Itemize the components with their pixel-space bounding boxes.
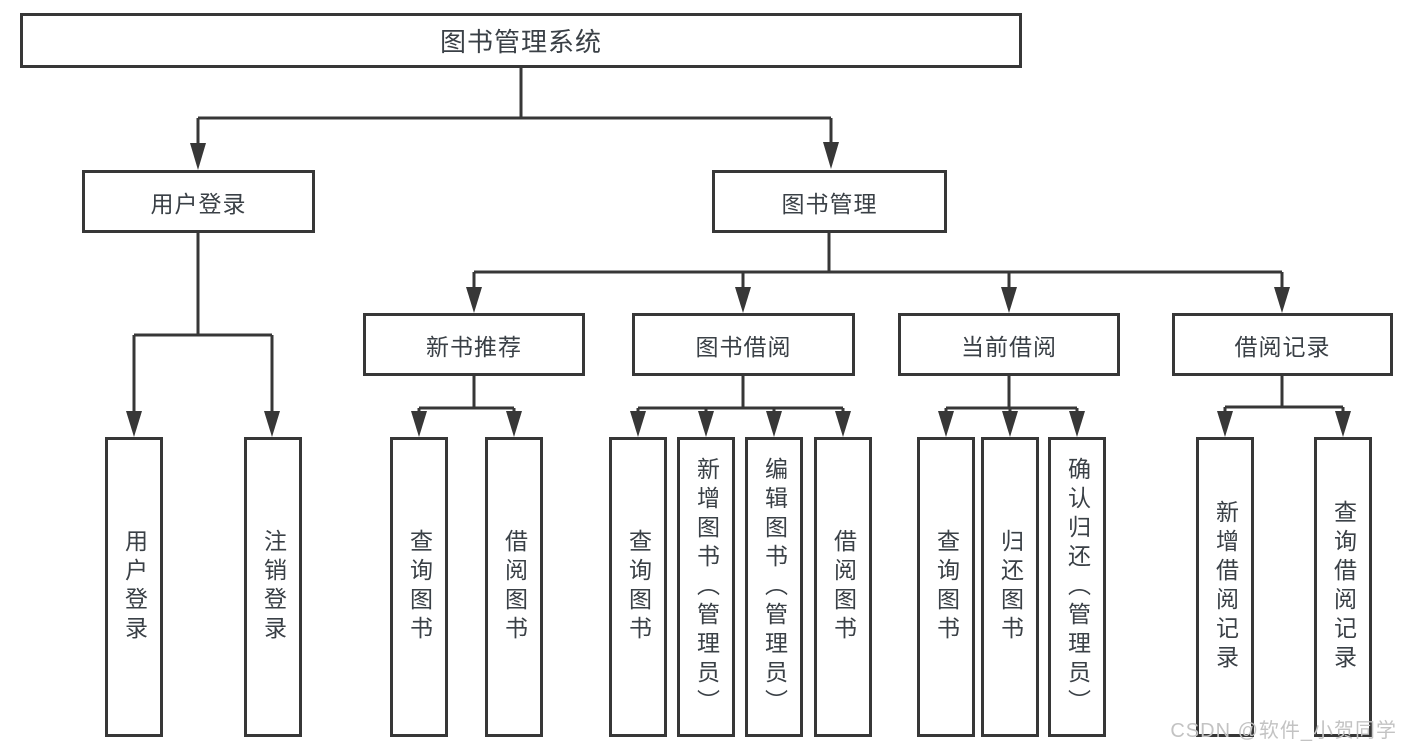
node-query-books-current: 查询图书 — [917, 437, 975, 737]
node-query-books-borrow: 查询图书 — [609, 437, 667, 737]
node-new-book-recommend: 新书推荐 — [363, 313, 585, 376]
node-label: 图书管理 — [781, 190, 878, 217]
node-user-login-leaf: 用户登录 — [105, 437, 163, 737]
node-label: 编辑图书（管理员） — [761, 456, 788, 718]
node-label: 用户登录 — [150, 190, 247, 217]
node-label: 查询图书 — [406, 529, 433, 645]
node-confirm-return-admin: 确认归还（管理员） — [1048, 437, 1106, 737]
node-borrow-books-recommend: 借阅图书 — [485, 437, 543, 737]
node-label: 归还图书 — [997, 529, 1024, 645]
node-library-management-system: 图书管理系统 — [20, 13, 1022, 68]
node-label: 注销登录 — [260, 529, 287, 645]
node-current-borrow: 当前借阅 — [898, 313, 1120, 376]
node-label: 确认归还（管理员） — [1064, 456, 1091, 718]
node-edit-books-admin: 编辑图书（管理员） — [745, 437, 803, 737]
node-logout: 注销登录 — [244, 437, 302, 737]
node-query-borrow-record: 查询借阅记录 — [1314, 437, 1372, 737]
node-label: 新书推荐 — [426, 333, 522, 360]
node-query-books-recommend: 查询图书 — [390, 437, 448, 737]
node-label: 图书管理系统 — [439, 27, 602, 57]
node-borrow-records: 借阅记录 — [1172, 313, 1393, 376]
node-label: 新增图书（管理员） — [693, 456, 720, 718]
arrowheads — [126, 142, 1351, 437]
node-label: 新增借阅记录 — [1212, 500, 1239, 674]
node-book-management-branch: 图书管理 — [712, 170, 947, 233]
node-label: 当前借阅 — [961, 333, 1057, 360]
node-label: 查询图书 — [933, 529, 960, 645]
node-label: 图书借阅 — [695, 333, 792, 360]
node-return-books: 归还图书 — [981, 437, 1039, 737]
node-label: 查询图书 — [625, 529, 652, 645]
node-add-borrow-record: 新增借阅记录 — [1196, 437, 1254, 737]
node-label: 借阅图书 — [830, 529, 857, 645]
node-book-borrow: 图书借阅 — [632, 313, 855, 376]
node-user-login-branch: 用户登录 — [82, 170, 315, 233]
node-label: 借阅记录 — [1234, 333, 1331, 360]
node-borrow-books-leaf: 借阅图书 — [814, 437, 872, 737]
node-label: 用户登录 — [121, 529, 148, 645]
node-label: 借阅图书 — [501, 529, 528, 645]
node-add-books-admin: 新增图书（管理员） — [677, 437, 735, 737]
csdn-watermark: CSDN @软件_小贺同学 — [1170, 720, 1397, 742]
node-label: 查询借阅记录 — [1330, 500, 1357, 674]
